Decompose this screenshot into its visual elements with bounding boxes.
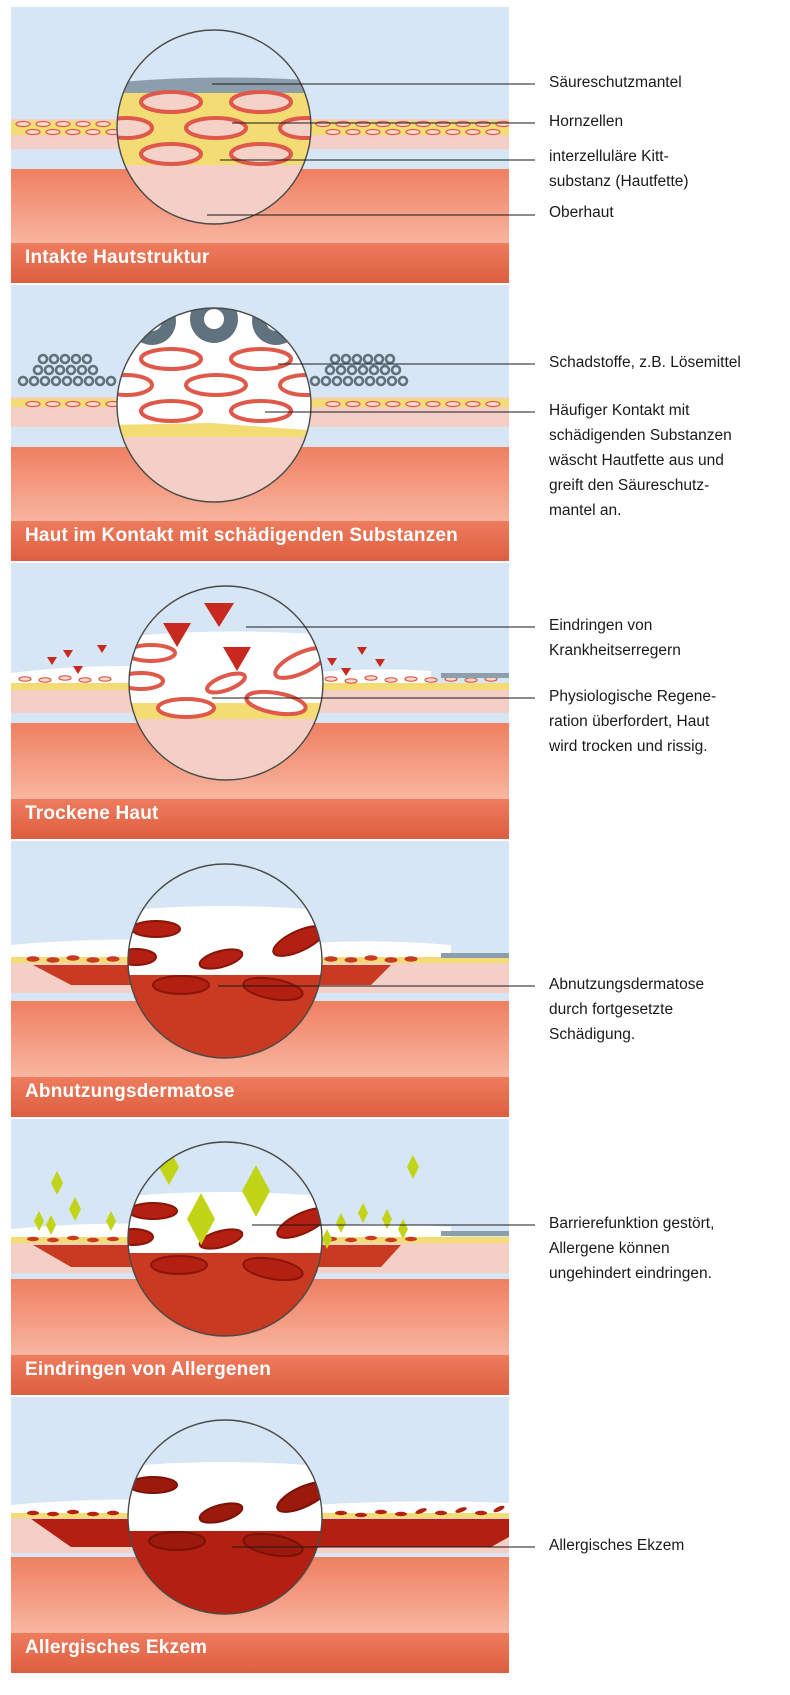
annotation-pathogens: Eindringen von Krankheitserregern [549, 613, 784, 663]
annotation-barrier-disrupted: Barrierefunktion gestört, Allergene könn… [549, 1211, 784, 1286]
annotation-horn-cells: Hornzellen [549, 109, 784, 134]
annotation-lipids: interzelluläre Kitt- substanz (Hautfette… [549, 144, 784, 194]
annotation-frequent-contact: Häufiger Kontakt mit schädigenden Substa… [549, 398, 784, 523]
annotation-wear-dermatosis: Abnutzungsdermatose durch fortgesetzte S… [549, 972, 784, 1047]
annotation-epidermis: Oberhaut [549, 200, 784, 225]
annotation-allergic-eczema: Allergisches Ekzem [549, 1533, 784, 1558]
annotation-pollutants: Schadstoffe, z.B. Lösemittel [549, 350, 784, 375]
annotation-acid-mantle: Säureschutzmantel [549, 70, 784, 95]
annotation-regeneration: Physiologische Regene- ration überforder… [549, 684, 784, 759]
